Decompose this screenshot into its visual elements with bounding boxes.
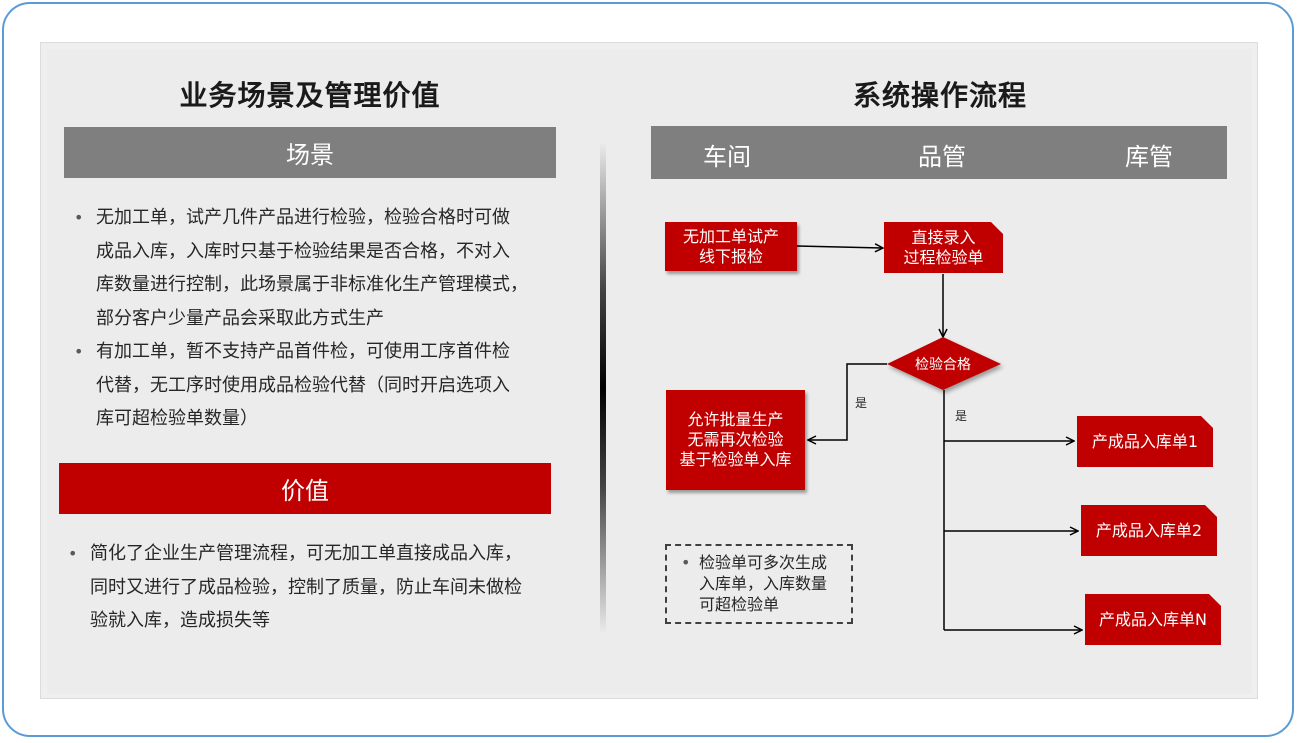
business-scenario-title: 业务场景及管理价值 — [179, 79, 441, 112]
lanes-header — [651, 126, 1227, 179]
lane-warehouse: 库管 — [1125, 143, 1173, 171]
node-receipt-1: 产成品入库单1 — [1077, 416, 1213, 467]
arrow-decision-to-batch — [809, 363, 887, 440]
node-process-inspection: 直接录入 过程检验单 — [884, 222, 1003, 273]
value-list: 简化了企业生产管理流程，可无加工单直接成品入库， 同时又进行了成品检验，控制了质… — [66, 537, 522, 638]
node-trial-inspection: 无加工单试产 线下报检 — [665, 222, 797, 271]
node-receipt-2: 产成品入库单2 — [1081, 505, 1217, 556]
node-receipt-n: 产成品入库单N — [1085, 594, 1221, 645]
value-item-1: 简化了企业生产管理流程，可无加工单直接成品入库， 同时又进行了成品检验，控制了质… — [68, 537, 522, 638]
yes-label-down: 是 — [955, 409, 968, 423]
decision-label: 检验合格 — [915, 357, 971, 373]
scene-list: 无加工单，试产几件产品进行检验，检验合格时可做 成品入库，入库时只基于检验结果是… — [72, 201, 528, 436]
scene-item-2: 有加工单，暂不支持产品首件检，可使用工序首件检 代替，无工序时使用成品检验代替（… — [74, 335, 528, 436]
section-divider — [600, 142, 606, 634]
decision-diamond — [887, 337, 1001, 390]
note-box: 检验单可多次生成 入库单，入库数量 可超检验单 — [665, 544, 853, 624]
arrow-trial-to-entry — [796, 246, 882, 248]
lane-quality: 品管 — [918, 143, 966, 171]
lane-workshop: 车间 — [703, 143, 751, 171]
note-item: 检验单可多次生成 入库单，入库数量 可超检验单 — [681, 552, 827, 615]
yes-label-left: 是 — [855, 396, 868, 410]
node-batch-production: 允许批量生产 无需再次检验 基于检验单入库 — [666, 390, 805, 490]
scene-item-1: 无加工单，试产几件产品进行检验，检验合格时可做 成品入库，入库时只基于检验结果是… — [74, 201, 528, 335]
scene-header: 场景 — [64, 127, 556, 178]
value-header: 价值 — [59, 463, 551, 514]
system-flow-title: 系统操作流程 — [852, 79, 1027, 112]
